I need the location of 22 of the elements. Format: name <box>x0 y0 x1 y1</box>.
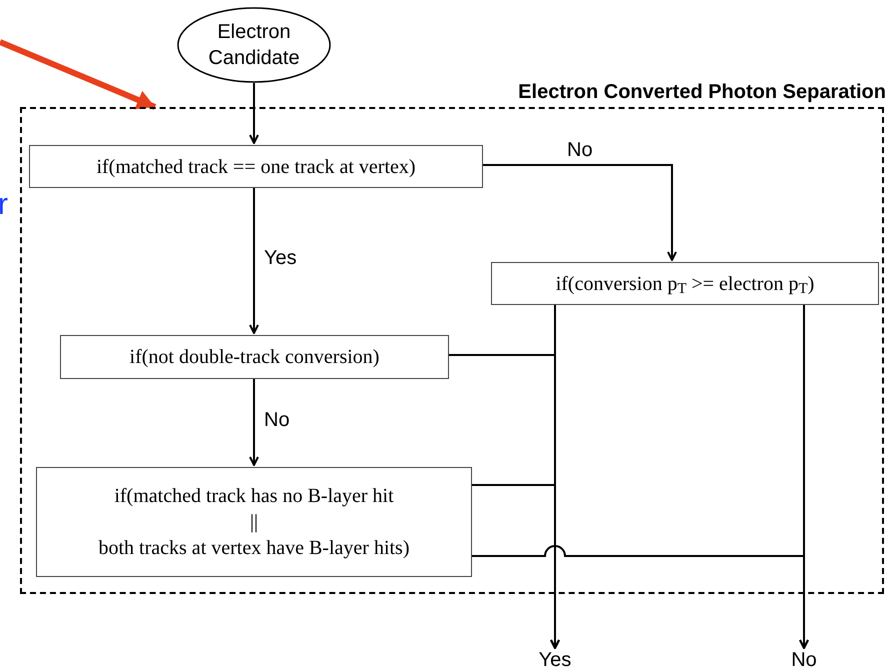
group-title: Electron Converted Photon Separation <box>518 80 886 105</box>
condition-text: if(not double-track conversion) <box>130 345 380 370</box>
condition-text: if(matched track has no B-layer hit <box>114 484 394 509</box>
flow-arrow <box>481 164 677 261</box>
flow-arrow <box>249 186 259 334</box>
decision-box <box>36 467 472 577</box>
pointer-arrow <box>0 39 156 110</box>
decision-box <box>491 262 879 305</box>
flow-arrow <box>470 545 809 649</box>
condition-text: if(conversion p$_{T}$ >= electron p$_{T}$) <box>556 272 814 296</box>
flow-arrow <box>249 83 259 144</box>
decision-box <box>60 335 449 379</box>
flow-arrow <box>249 377 259 466</box>
condition-text: if(matched track == one track at vertex) <box>96 154 416 180</box>
flow-arrow <box>470 484 560 649</box>
decision-box <box>29 145 483 188</box>
start-label: Electron Candidate <box>207 20 301 71</box>
condition-text: both tracks at vertex have B-layer hits) <box>98 536 410 561</box>
condition-text: || <box>250 510 258 535</box>
cut-off-text: r <box>0 190 8 220</box>
outcome-label: Yes <box>532 648 578 672</box>
outcome-label: No <box>781 648 827 672</box>
